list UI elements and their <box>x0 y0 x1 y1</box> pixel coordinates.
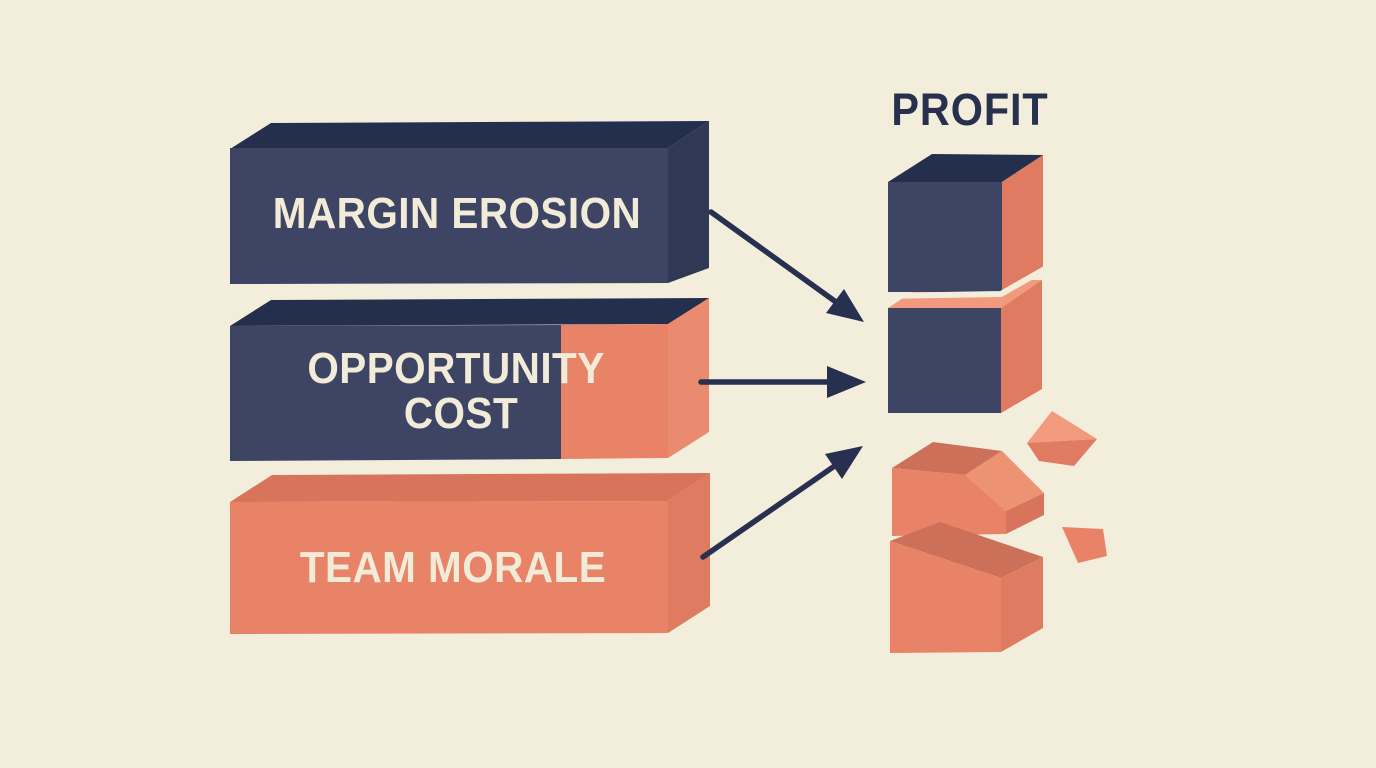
cube1-top-face <box>888 154 1043 182</box>
stack-crack-gap <box>880 263 1053 299</box>
chunk-top-face <box>892 442 1002 475</box>
bar3-front-face <box>230 501 668 634</box>
arrow-opportunity-cost-to-profit <box>698 366 866 398</box>
chunk-side-face <box>1006 493 1044 534</box>
profit-crumbling-block <box>890 522 1043 653</box>
bar2-top-face <box>230 298 709 326</box>
cube1-front-face <box>888 182 1002 292</box>
cube2-side-face <box>1001 280 1042 413</box>
bar2-front-face-salmon <box>561 324 668 459</box>
impact-arrows <box>698 209 866 560</box>
bar3-top-face <box>230 473 710 502</box>
bottom-block-side-face <box>1001 557 1043 652</box>
arrow3-head <box>825 446 863 479</box>
profit-stack <box>880 154 1107 653</box>
bar3-label: TEAM MORALE <box>300 542 606 591</box>
bar1-label: MARGIN EROSION <box>273 188 641 237</box>
bar1-side-face <box>668 121 709 283</box>
fragment-shard <box>1062 527 1107 563</box>
arrow2-head <box>827 366 866 398</box>
profit-cube-2 <box>888 280 1042 413</box>
arrow-margin-erosion-to-profit <box>708 209 864 322</box>
bar2-front-face-navy <box>230 325 561 461</box>
cause-bar-margin-erosion: MARGIN EROSION <box>230 121 709 284</box>
fragment-wedge-side-face <box>1027 439 1097 466</box>
fragment-wedge-top-face <box>1027 411 1097 443</box>
bar2-label-line1: OPPORTUNITY <box>307 343 604 392</box>
bar1-top-face <box>230 121 709 149</box>
cause-bar-team-morale: TEAM MORALE <box>230 473 710 634</box>
arrow-team-morale-to-profit <box>700 446 863 560</box>
bar1-front-face <box>230 148 668 284</box>
cause-bar-opportunity-cost: OPPORTUNITY COST <box>230 298 709 461</box>
bottom-block-front-face <box>890 541 1001 653</box>
chunk-front-face <box>892 468 1006 536</box>
arrow3-shaft <box>700 462 839 560</box>
arrow1-head <box>826 289 864 322</box>
cube2-front-face <box>888 308 1001 413</box>
profit-broken-chunk <box>892 442 1044 536</box>
profit-cube-1 <box>888 154 1043 292</box>
debris-fragments <box>1027 411 1107 563</box>
bottom-block-top-face <box>890 522 1043 578</box>
bar2-label-line2: COST <box>404 388 518 437</box>
bar3-side-face <box>668 473 710 633</box>
chunk-broken-bevel-face <box>965 451 1044 511</box>
bar2-side-face <box>668 298 709 458</box>
arrow1-shaft <box>708 209 839 305</box>
profit-title: PROFIT <box>891 85 1048 135</box>
cube1-side-face <box>1002 155 1043 292</box>
